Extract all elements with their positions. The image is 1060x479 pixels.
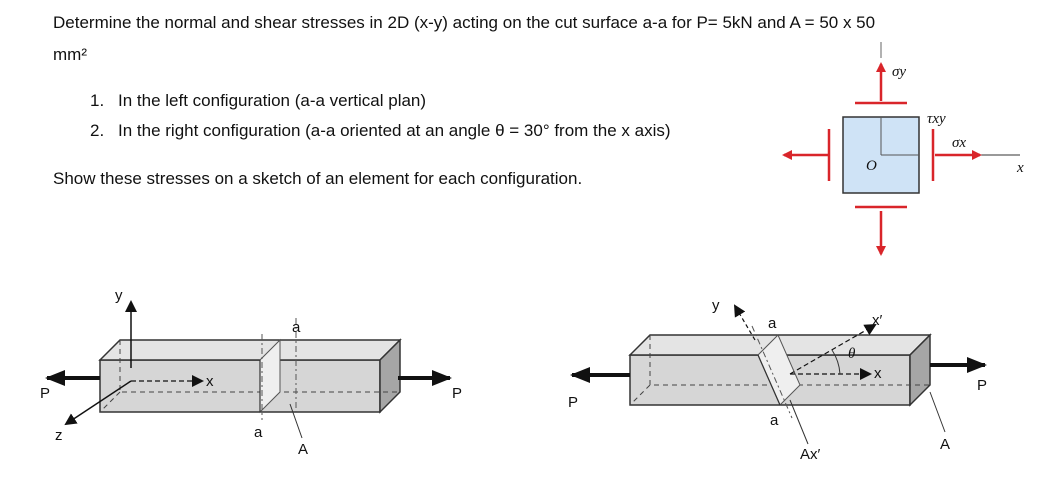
left-x-label: x — [206, 373, 214, 390]
left-bar-end-face — [379, 338, 401, 414]
right-load-label-right: P — [977, 377, 987, 394]
right-x-label: x — [874, 365, 882, 382]
theta-label: θ — [848, 346, 856, 362]
left-bar-top-face — [98, 339, 402, 361]
right-bar-figure: y x x′ θ a a Ax′ A P P — [568, 297, 987, 463]
right-area-label: A — [940, 436, 950, 453]
stress-element-diagram: σy τxy σx O x — [782, 42, 1024, 256]
list-item-number: 2. — [90, 121, 105, 140]
area-leader — [929, 391, 946, 433]
left-bar-figure: y x z a a A P P — [40, 287, 462, 458]
theta-arc — [831, 349, 841, 375]
list-item-text: In the right configuration (a-a oriented… — [118, 121, 671, 140]
right-cut-label-bottom: a — [770, 412, 779, 429]
left-load-label-left: P — [40, 385, 50, 402]
sigma-y-label: σy — [892, 64, 906, 80]
left-load-label-right: P — [452, 385, 462, 402]
right-load-label-left: P — [568, 394, 578, 411]
left-cut-label-bottom: a — [254, 424, 263, 441]
tau-xy-label: τxy — [927, 111, 946, 127]
problem-intro-line1: Determine the normal and shear stresses … — [53, 13, 876, 32]
right-bar-end-face — [909, 333, 931, 407]
right-cut-label-top: a — [768, 315, 777, 332]
list-item-text: In the left configuration (a-a vertical … — [118, 91, 427, 110]
left-area-leader — [289, 403, 303, 439]
left-cut-label-top: a — [292, 319, 301, 336]
problem-intro-line2: mm² — [53, 45, 87, 64]
list-item-number: 1. — [90, 91, 105, 110]
right-y-label: y — [712, 297, 720, 314]
list-item: 2. In the right configuration (a-a orient… — [90, 120, 671, 142]
right-x-prime-label: x′ — [872, 312, 883, 329]
x-axis-label: x — [1016, 160, 1024, 176]
left-z-label: z — [55, 427, 63, 444]
list-item: 1. In the left configuration (a-a vertica… — [90, 90, 426, 112]
left-area-label: A — [298, 441, 308, 458]
area-prime-label: Ax′ — [800, 446, 821, 463]
left-bar-front-face — [99, 359, 381, 413]
area-prime-leader — [789, 399, 809, 445]
sigma-x-label: σx — [952, 135, 966, 151]
right-x-prime-axis — [789, 324, 877, 375]
left-y-label: y — [115, 287, 123, 304]
left-z-axis — [64, 380, 132, 426]
origin-label: O — [866, 158, 877, 174]
instruction-text: Show these stresses on a sketch of an el… — [53, 169, 583, 188]
